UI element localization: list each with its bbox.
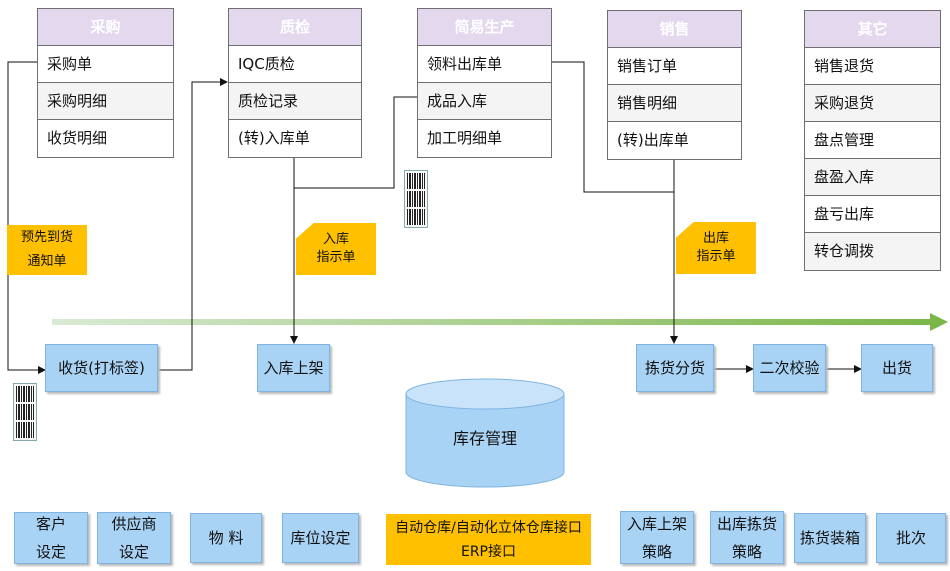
inbound-instruction-line2: 指示单: [316, 250, 356, 265]
receipt-detail-item[interactable]: 收货明细: [38, 120, 173, 157]
finished-goods-item[interactable]: 成品入库: [418, 83, 551, 120]
qc-menu: 质检 IQC质检 质检记录 (转)入库单: [228, 8, 362, 158]
warehouse-transfer-item[interactable]: 转仓调拨: [805, 233, 940, 270]
interface-box[interactable]: 自动仓库/自动化立体仓库接口 ERP接口: [386, 514, 591, 565]
recheck-box[interactable]: 二次校验: [753, 344, 826, 392]
to-outbound-order-item[interactable]: (转)出库单: [608, 122, 741, 159]
ship-box[interactable]: 出货: [861, 344, 933, 392]
packing-box[interactable]: 拣货装箱: [794, 513, 866, 563]
outbound-strategy-line2: 策略: [731, 542, 762, 561]
inventory-label[interactable]: 库存管理: [452, 429, 517, 448]
purchase-detail-item[interactable]: 采购明细: [38, 83, 173, 120]
to-inbound-order-item[interactable]: (转)入库单: [229, 120, 361, 157]
purchase-order-item[interactable]: 采购单: [38, 46, 173, 83]
advance-notice-note: 预先到货 通知单: [7, 225, 87, 275]
other-menu-title: 其它: [805, 11, 940, 48]
material-box[interactable]: 物 料: [190, 513, 262, 563]
supplier-line2: 设定: [118, 543, 149, 561]
purchase-menu: 采购 采购单 采购明细 收货明细: [37, 8, 174, 158]
production-menu: 简易生产 领料出库单 成品入库 加工明细单: [417, 8, 552, 158]
inbound-strategy-box[interactable]: 入库上架 策略: [620, 511, 694, 564]
inventory-gain-item[interactable]: 盘盈入库: [805, 159, 940, 196]
customer-settings-box[interactable]: 客户 设定: [14, 512, 88, 564]
advance-notice-line2: 通知单: [27, 254, 67, 269]
connector-receive-iqc: [158, 78, 228, 371]
putaway-box[interactable]: 入库上架: [257, 344, 330, 392]
sales-return-item[interactable]: 销售退货: [805, 48, 940, 85]
outbound-instruction-line2: 指示单: [696, 249, 736, 264]
picking-box[interactable]: 拣货分货: [636, 344, 714, 392]
sales-detail-item[interactable]: 销售明细: [608, 85, 741, 122]
other-menu: 其它 销售退货 采购退货 盘点管理 盘盈入库 盘亏出库 转仓调拨: [804, 10, 941, 271]
batch-box[interactable]: 批次: [876, 513, 946, 563]
receive-label-box[interactable]: 收货(打标签): [45, 344, 158, 392]
barcode-label-icon: [13, 383, 37, 441]
material-issue-item[interactable]: 领料出库单: [418, 46, 551, 83]
interface-line2: ERP接口: [460, 543, 516, 560]
customer-line2: 设定: [35, 543, 66, 561]
inbound-strategy-line2: 策略: [641, 542, 672, 561]
barcode-label-icon: [404, 170, 428, 228]
sales-menu: 销售 销售订单 销售明细 (转)出库单: [607, 10, 742, 160]
supplier-settings-box[interactable]: 供应商 设定: [97, 512, 171, 564]
stocktake-item[interactable]: 盘点管理: [805, 122, 940, 159]
sales-menu-title: 销售: [608, 11, 741, 48]
inventory-loss-item[interactable]: 盘亏出库: [805, 196, 940, 233]
outbound-strategy-line1: 出库拣货: [716, 514, 777, 533]
purchase-menu-title: 采购: [38, 9, 173, 46]
connector-issue-picking: [552, 61, 674, 193]
outbound-instruction-note: 出库 指示单: [676, 222, 756, 274]
customer-line1: 客户: [35, 515, 66, 533]
processing-detail-item[interactable]: 加工明细单: [418, 120, 551, 157]
connector-production-putaway: [294, 96, 417, 189]
production-menu-title: 简易生产: [418, 9, 551, 46]
outbound-instruction-line1: 出库: [702, 231, 729, 246]
location-settings-box[interactable]: 库位设定: [282, 513, 359, 563]
inbound-instruction-note: 入库 指示单: [296, 223, 376, 275]
qc-record-item[interactable]: 质检记录: [229, 83, 361, 120]
supplier-line1: 供应商: [111, 515, 157, 533]
sales-order-item[interactable]: 销售订单: [608, 48, 741, 85]
inventory-cylinder: [405, 378, 565, 488]
connector-purchase-receive: [7, 61, 46, 374]
advance-notice-line1: 预先到货: [20, 230, 73, 245]
interface-line1: 自动仓库/自动化立体仓库接口: [395, 519, 582, 536]
timeline-arrowhead: [930, 313, 948, 331]
purchase-return-item[interactable]: 采购退货: [805, 85, 940, 122]
qc-menu-title: 质检: [229, 9, 361, 46]
outbound-strategy-box[interactable]: 出库拣货 策略: [710, 511, 784, 564]
iqc-item[interactable]: IQC质检: [229, 46, 361, 83]
timeline-bar: [52, 319, 932, 325]
inbound-strategy-line1: 入库上架: [626, 514, 687, 533]
inbound-instruction-line1: 入库: [322, 232, 349, 247]
